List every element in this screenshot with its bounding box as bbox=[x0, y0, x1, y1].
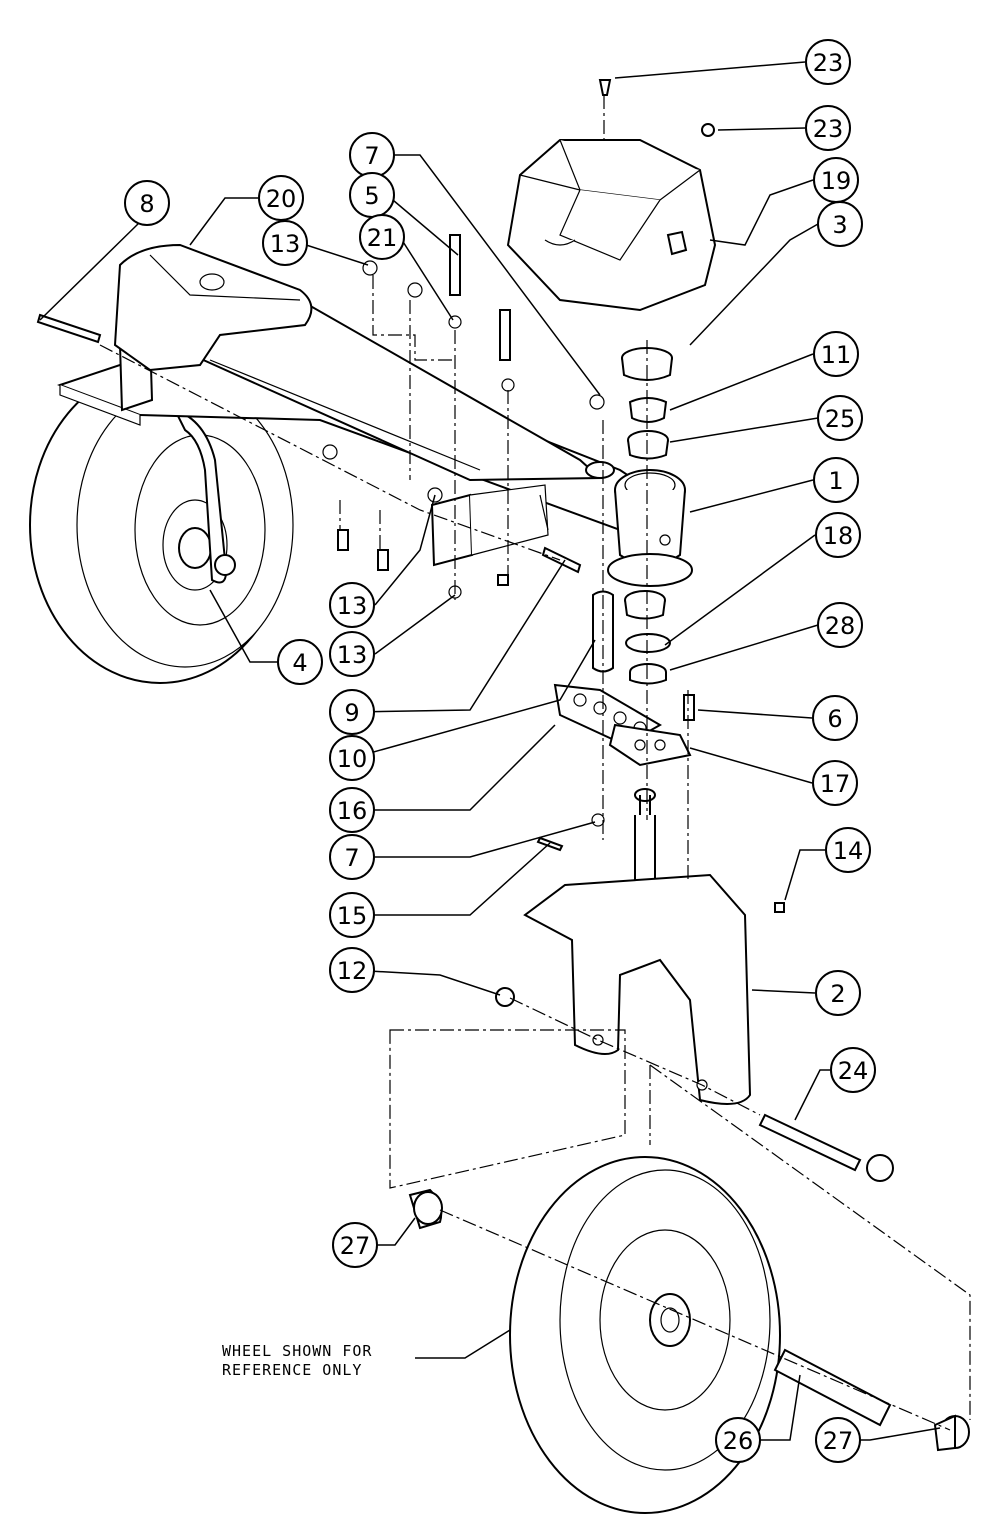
callout-5: 5 bbox=[349, 172, 395, 218]
note-line-2: REFERENCE ONLY bbox=[222, 1361, 362, 1379]
callout-26: 26 bbox=[715, 1417, 761, 1463]
callout-27-left: 27 bbox=[332, 1222, 378, 1268]
callout-number: 8 bbox=[139, 190, 154, 218]
axle-bolt bbox=[758, 1113, 894, 1182]
callout-number: 12 bbox=[337, 957, 368, 985]
callout-number: 27 bbox=[823, 1427, 854, 1455]
axle-spacer-tube bbox=[773, 1348, 892, 1427]
callout-27-right: 27 bbox=[815, 1417, 861, 1463]
castle-nut bbox=[628, 397, 668, 423]
callout-25: 25 bbox=[817, 395, 863, 441]
callout-number: 25 bbox=[825, 405, 856, 433]
callout-number: 24 bbox=[838, 1057, 869, 1085]
wheel-bushing-left bbox=[408, 1188, 443, 1230]
callout-number: 16 bbox=[337, 797, 368, 825]
callout-number: 23 bbox=[813, 49, 844, 77]
callout-16: 16 bbox=[329, 787, 375, 833]
callout-10: 10 bbox=[329, 735, 375, 781]
callout-number: 27 bbox=[340, 1232, 371, 1260]
callout-number: 15 bbox=[337, 902, 368, 930]
callout-number: 26 bbox=[723, 1427, 754, 1455]
callout-number: 28 bbox=[825, 612, 856, 640]
height-adjust-plate-lower bbox=[608, 723, 692, 767]
callout-3: 3 bbox=[817, 201, 863, 247]
callout-7-low: 7 bbox=[329, 834, 375, 880]
callout-number: 13 bbox=[337, 592, 368, 620]
callout-19: 19 bbox=[813, 157, 859, 203]
callout-number: 5 bbox=[364, 182, 379, 210]
callout-6: 6 bbox=[812, 695, 858, 741]
callout-23-side: 23 bbox=[805, 105, 851, 151]
callout-13-low: 13 bbox=[329, 631, 375, 677]
callout-7-top: 7 bbox=[349, 132, 395, 178]
caster-fork bbox=[523, 788, 752, 1105]
callout-9: 9 bbox=[329, 689, 375, 735]
callout-number: 3 bbox=[832, 211, 847, 239]
callout-17: 17 bbox=[812, 760, 858, 806]
callout-11: 11 bbox=[813, 331, 859, 377]
callout-number: 2 bbox=[830, 980, 845, 1008]
callout-14: 14 bbox=[825, 827, 871, 873]
callout-15: 15 bbox=[329, 892, 375, 938]
callout-20: 20 bbox=[258, 175, 304, 221]
callout-2: 2 bbox=[815, 970, 861, 1016]
callout-number: 17 bbox=[820, 770, 851, 798]
callout-8: 8 bbox=[124, 180, 170, 226]
callout-number: 14 bbox=[833, 837, 864, 865]
rear-wheel-reference bbox=[29, 366, 294, 684]
callout-number: 21 bbox=[367, 224, 398, 252]
callout-number: 9 bbox=[344, 699, 359, 727]
right-cover bbox=[506, 139, 717, 312]
callout-4: 4 bbox=[277, 639, 323, 685]
upper-bearing bbox=[627, 430, 669, 460]
callout-1: 1 bbox=[813, 457, 859, 503]
wheel-bushing-right bbox=[933, 1414, 970, 1452]
callout-number: 13 bbox=[270, 230, 301, 258]
callout-21: 21 bbox=[359, 214, 405, 260]
seal bbox=[625, 633, 671, 653]
callout-number: 23 bbox=[813, 115, 844, 143]
callout-24: 24 bbox=[830, 1047, 876, 1093]
callout-number: 4 bbox=[292, 649, 307, 677]
callout-number: 11 bbox=[821, 341, 852, 369]
reference-note: WHEEL SHOWN FOR REFERENCE ONLY bbox=[222, 1342, 372, 1379]
callout-number: 7 bbox=[344, 844, 359, 872]
callout-13-top: 13 bbox=[262, 220, 308, 266]
small-hardware bbox=[36, 79, 785, 1007]
note-line-1: WHEEL SHOWN FOR bbox=[222, 1342, 372, 1360]
callout-23-top: 23 bbox=[805, 39, 851, 85]
assembly-centerlines bbox=[99, 95, 971, 1431]
caster-beam-frame bbox=[57, 298, 693, 587]
callout-13-mid: 13 bbox=[329, 582, 375, 628]
left-cover bbox=[113, 243, 313, 372]
callout-number: 10 bbox=[337, 745, 368, 773]
callout-number: 18 bbox=[823, 522, 854, 550]
front-wheel-reference bbox=[509, 1156, 781, 1514]
callout-number: 19 bbox=[821, 167, 852, 195]
callout-28: 28 bbox=[817, 602, 863, 648]
lower-bearing bbox=[624, 590, 666, 620]
spacer-ring bbox=[629, 663, 667, 685]
callout-number: 13 bbox=[337, 641, 368, 669]
callout-number: 1 bbox=[828, 467, 843, 495]
callout-leaders bbox=[39, 61, 941, 1441]
callout-18: 18 bbox=[815, 512, 861, 558]
callout-number: 6 bbox=[827, 705, 842, 733]
callout-number: 20 bbox=[266, 185, 297, 213]
callout-12: 12 bbox=[329, 947, 375, 993]
callout-number: 7 bbox=[364, 142, 379, 170]
